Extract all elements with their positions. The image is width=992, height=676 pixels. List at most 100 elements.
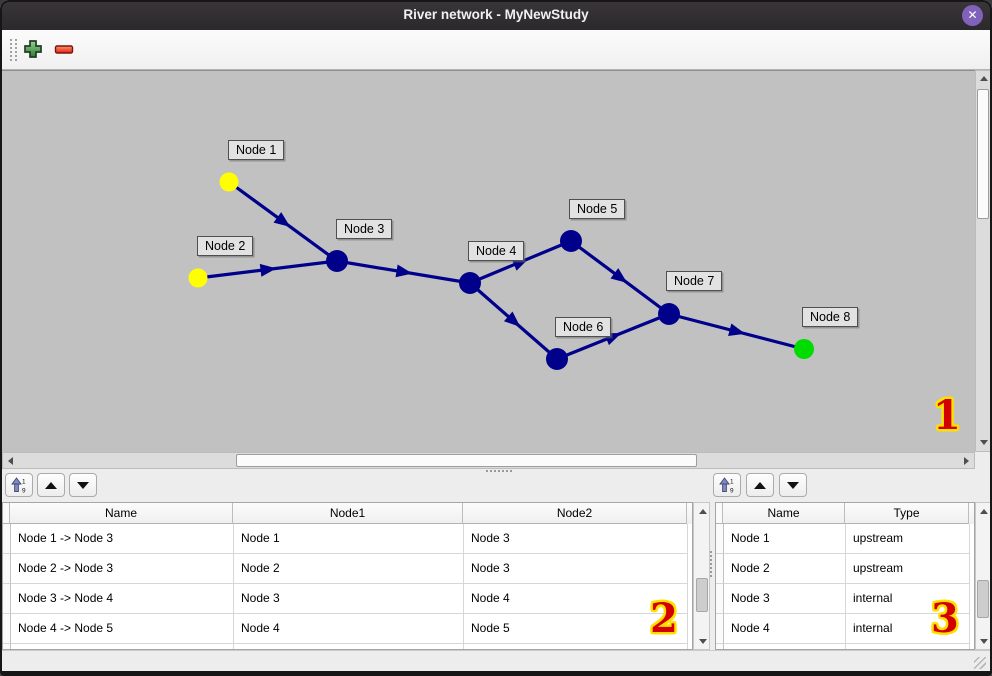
main-toolbar: [2, 30, 990, 70]
network-node[interactable]: [546, 348, 568, 370]
minus-icon: [54, 45, 74, 54]
add-node-button[interactable]: [21, 37, 45, 61]
table-cell: Node 3 -> Node 4: [11, 584, 234, 614]
table-cell: Node 3: [724, 584, 846, 614]
node-label: Node 2: [197, 236, 254, 256]
edge-arrow-icon: [503, 311, 521, 327]
svg-text:9: 9: [730, 487, 734, 493]
scroll-right-icon[interactable]: [959, 453, 974, 468]
edge-arrow-icon: [259, 263, 277, 277]
network-node[interactable]: [459, 272, 481, 294]
network-node[interactable]: [658, 303, 680, 325]
sort-1-9-icon: 1 9: [10, 476, 26, 494]
reach-sort-button[interactable]: 1 9: [5, 473, 33, 497]
annotation-2: 2: [650, 595, 678, 642]
canvas-hscroll-thumb[interactable]: [236, 454, 697, 467]
remove-node-button[interactable]: [52, 37, 76, 61]
reach-table-scroll-thumb[interactable]: [696, 578, 708, 612]
row-header: [716, 503, 723, 524]
table-cell: Node 5: [464, 614, 688, 644]
column-header[interactable]: Name: [10, 503, 233, 524]
edge-arrow-icon: [610, 268, 628, 283]
reach-move-up-button[interactable]: [37, 473, 65, 497]
row-header: [3, 614, 11, 644]
table-cell: internal: [846, 614, 970, 644]
window-title: River network - MyNewStudy: [403, 7, 589, 22]
scroll-down-icon[interactable]: [976, 435, 991, 450]
down-arrow-icon: [77, 481, 89, 489]
node-table-scroll-thumb[interactable]: [977, 580, 989, 618]
down-arrow-icon: [787, 481, 799, 489]
up-arrow-icon: [45, 481, 57, 489]
table-cell: Node 2: [234, 554, 464, 584]
node-move-down-button[interactable]: [779, 473, 807, 497]
table-row: [3, 644, 692, 649]
scroll-down-icon[interactable]: [695, 634, 710, 649]
column-header[interactable]: Node1: [233, 503, 463, 524]
column-header[interactable]: Type: [845, 503, 969, 524]
table-cell: Node 4: [464, 584, 688, 614]
annotation-3: 3: [931, 595, 959, 642]
status-strip: [2, 650, 990, 672]
network-node[interactable]: [560, 230, 582, 252]
vertical-splitter-handle[interactable]: [710, 551, 715, 577]
node-label: Node 8: [802, 307, 859, 327]
reach-move-down-button[interactable]: [69, 473, 97, 497]
node-table-vscrollbar[interactable]: [975, 502, 991, 650]
row-header: [3, 503, 10, 524]
canvas-vscroll-thumb[interactable]: [977, 89, 989, 219]
row-header: [716, 614, 724, 644]
scroll-left-icon[interactable]: [3, 453, 18, 468]
table-cell: [234, 644, 464, 649]
scroll-down-icon[interactable]: [976, 634, 991, 649]
network-node[interactable]: [219, 172, 239, 192]
node-label: Node 1: [228, 140, 285, 160]
table-cell: Node 4: [234, 614, 464, 644]
network-node[interactable]: [326, 250, 348, 272]
horizontal-splitter-handle[interactable]: [486, 470, 512, 475]
network-node[interactable]: [794, 339, 814, 359]
plus-icon: [24, 40, 42, 58]
scroll-up-icon[interactable]: [976, 71, 991, 86]
node-label: Node 4: [468, 241, 525, 261]
toolbar-grip-icon[interactable]: [10, 39, 17, 61]
row-header: [716, 554, 724, 584]
table-cell: Node 2 -> Node 3: [11, 554, 234, 584]
row-header: [716, 584, 724, 614]
close-button[interactable]: ✕: [962, 4, 983, 26]
canvas-hscrollbar[interactable]: [2, 452, 975, 469]
node-move-up-button[interactable]: [746, 473, 774, 497]
scroll-up-icon[interactable]: [695, 504, 710, 519]
reach-table-vscrollbar[interactable]: [693, 502, 710, 650]
scroll-up-icon[interactable]: [976, 504, 991, 519]
column-header[interactable]: Node2: [463, 503, 687, 524]
node-sort-button[interactable]: 1 9: [713, 473, 741, 497]
resize-grip-icon[interactable]: [974, 657, 986, 669]
svg-text:1: 1: [730, 478, 734, 485]
table-cell: Node 1 -> Node 3: [11, 524, 234, 554]
up-arrow-icon: [754, 481, 766, 489]
annotation-1: 1: [933, 392, 961, 439]
titlebar[interactable]: River network - MyNewStudy ✕: [0, 0, 992, 30]
table-cell: Node 3: [464, 524, 688, 554]
column-header[interactable]: Name: [723, 503, 845, 524]
table-cell: internal: [846, 584, 970, 614]
network-node[interactable]: [188, 268, 208, 288]
edge-arrow-icon: [395, 264, 413, 278]
canvas-vscrollbar[interactable]: [975, 70, 991, 452]
